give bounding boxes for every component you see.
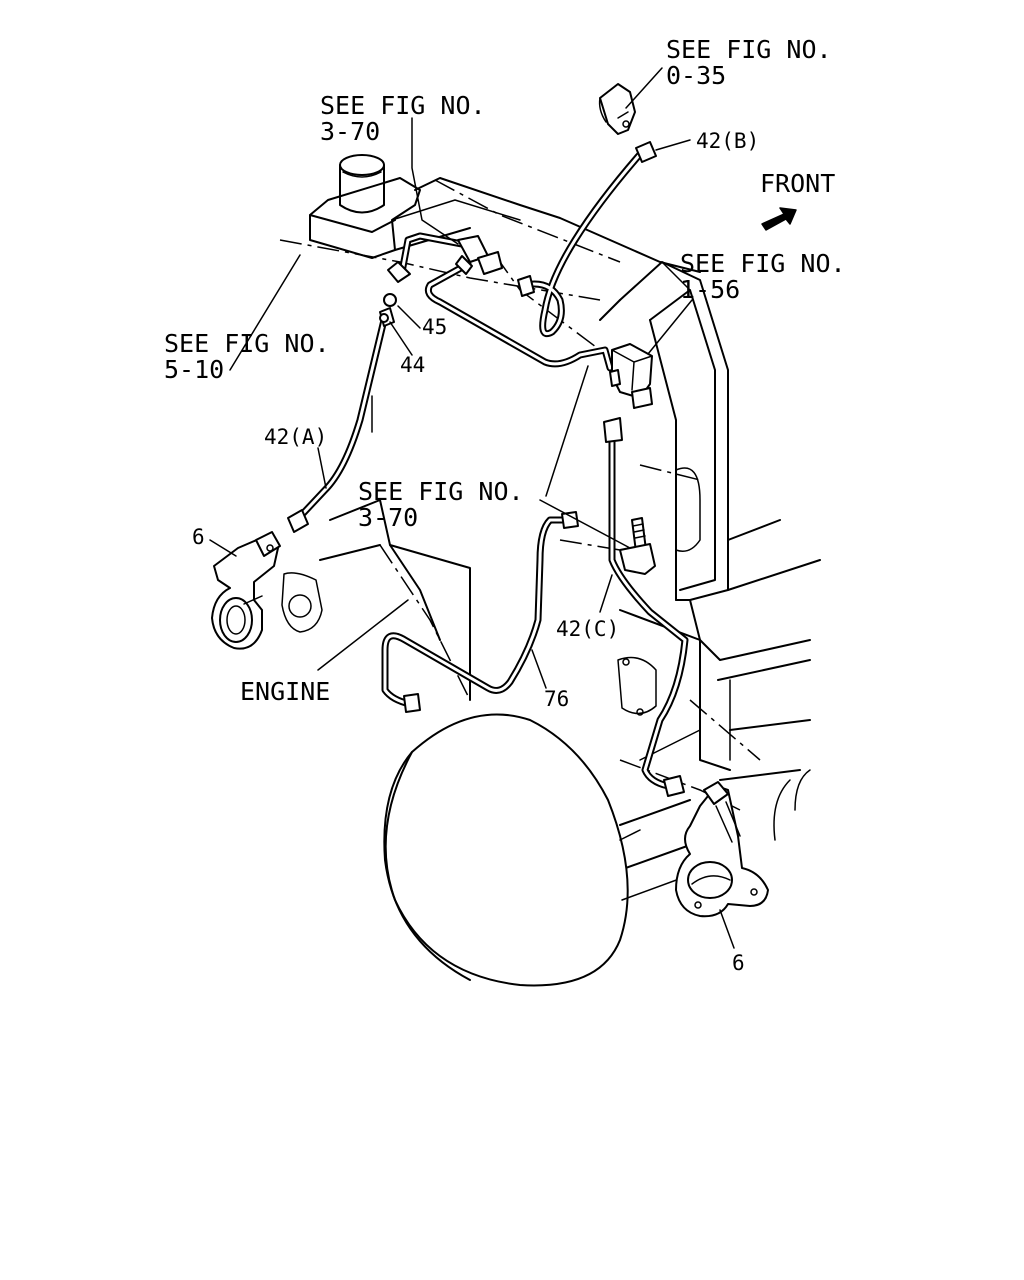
pipe-fittings bbox=[287, 141, 685, 797]
leader-lines bbox=[209, 67, 735, 949]
pipe-42a bbox=[291, 316, 388, 526]
see-fig-0-35-line2: 0-35 bbox=[666, 61, 726, 90]
pipe-76 bbox=[381, 516, 572, 708]
callout-44: 44 bbox=[400, 353, 425, 377]
bracket-1-56 bbox=[619, 543, 656, 575]
engine-outline bbox=[279, 154, 821, 871]
flywheel-drum bbox=[383, 713, 691, 987]
actuator-right bbox=[675, 781, 769, 918]
pipe-42c bbox=[608, 428, 689, 790]
actuator-left bbox=[211, 531, 281, 650]
reference-labels: SEE FIG NO. 0-35 SEE FIG NO. 3-70 FRONT … bbox=[164, 35, 846, 706]
see-fig-0-35-line1: SEE FIG NO. bbox=[666, 35, 832, 64]
callout-6-left: 6 bbox=[192, 525, 205, 549]
pipe-42b bbox=[521, 148, 646, 338]
see-fig-3-70-top-line1: SEE FIG NO. bbox=[320, 91, 486, 120]
part-callouts: 42(B) 45 44 42(A) 6 42(C) 76 6 bbox=[192, 129, 759, 975]
see-fig-5-10-line1: SEE FIG NO. bbox=[164, 329, 330, 358]
sensor-0-35 bbox=[598, 83, 636, 135]
see-fig-5-10-line2: 5-10 bbox=[164, 355, 224, 384]
see-fig-1-56-line1: SEE FIG NO. bbox=[680, 249, 846, 278]
callout-42b: 42(B) bbox=[696, 129, 759, 153]
callout-76: 76 bbox=[544, 687, 569, 711]
callout-6-right: 6 bbox=[732, 951, 745, 975]
callout-45: 45 bbox=[422, 315, 447, 339]
front-label: FRONT bbox=[760, 169, 835, 198]
valve-1-56 bbox=[609, 343, 653, 409]
upper-pipe-assembly bbox=[398, 232, 614, 372]
engine-label: ENGINE bbox=[240, 677, 330, 706]
front-arrow-icon bbox=[761, 207, 797, 231]
see-fig-3-70-top-line2: 3-70 bbox=[320, 117, 380, 146]
see-fig-3-70-mid-line1: SEE FIG NO. bbox=[358, 477, 524, 506]
see-fig-1-56-line2: 1-56 bbox=[680, 275, 740, 304]
callout-42a: 42(A) bbox=[264, 425, 327, 449]
callout-42c: 42(C) bbox=[556, 617, 619, 641]
see-fig-3-70-mid-line2: 3-70 bbox=[358, 503, 418, 532]
